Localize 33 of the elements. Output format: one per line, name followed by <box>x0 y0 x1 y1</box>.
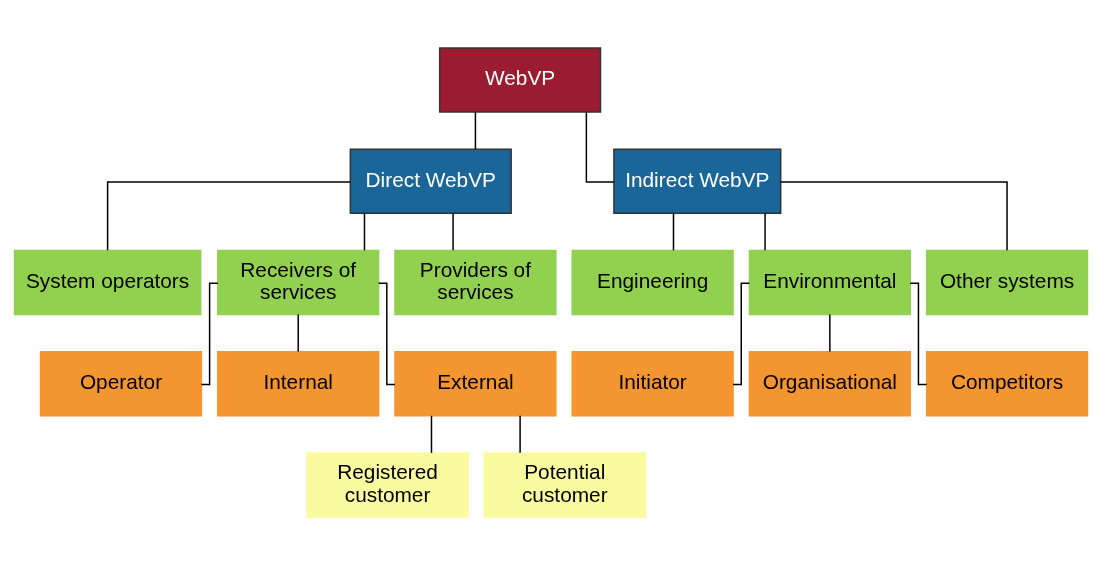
connector <box>474 111 477 150</box>
node-box: Engineering <box>571 249 734 316</box>
connector <box>377 282 396 386</box>
connector <box>363 212 366 252</box>
node-box: WebVP <box>438 47 602 113</box>
connector <box>909 282 928 386</box>
connector <box>297 313 299 353</box>
connector <box>519 415 521 454</box>
node-box: Providers of services <box>394 249 557 316</box>
node-box: Initiator <box>571 351 734 417</box>
connector <box>829 313 831 353</box>
connector <box>200 282 219 386</box>
node-box: Competitors <box>925 351 1089 417</box>
connector <box>732 282 751 386</box>
node-box: Direct WebVP <box>349 148 512 214</box>
node-box: Operator <box>39 351 203 417</box>
node-box: Registered customer <box>306 452 469 518</box>
node-box: Indirect WebVP <box>613 148 782 214</box>
node-box: Potential customer <box>483 452 646 518</box>
node-box: Other systems <box>925 249 1089 316</box>
node-box: Internal <box>217 351 380 417</box>
node-box: System operators <box>13 249 202 316</box>
node-box: Organisational <box>748 351 911 417</box>
node-box: Receivers of services <box>217 249 380 316</box>
node-box: Environmental <box>748 249 911 316</box>
connector <box>430 415 433 454</box>
connector <box>585 111 615 183</box>
connector <box>779 181 1008 251</box>
connector <box>764 212 766 252</box>
connector <box>672 212 675 252</box>
connector <box>452 212 454 252</box>
node-box: External <box>394 351 557 417</box>
connector <box>106 181 351 251</box>
